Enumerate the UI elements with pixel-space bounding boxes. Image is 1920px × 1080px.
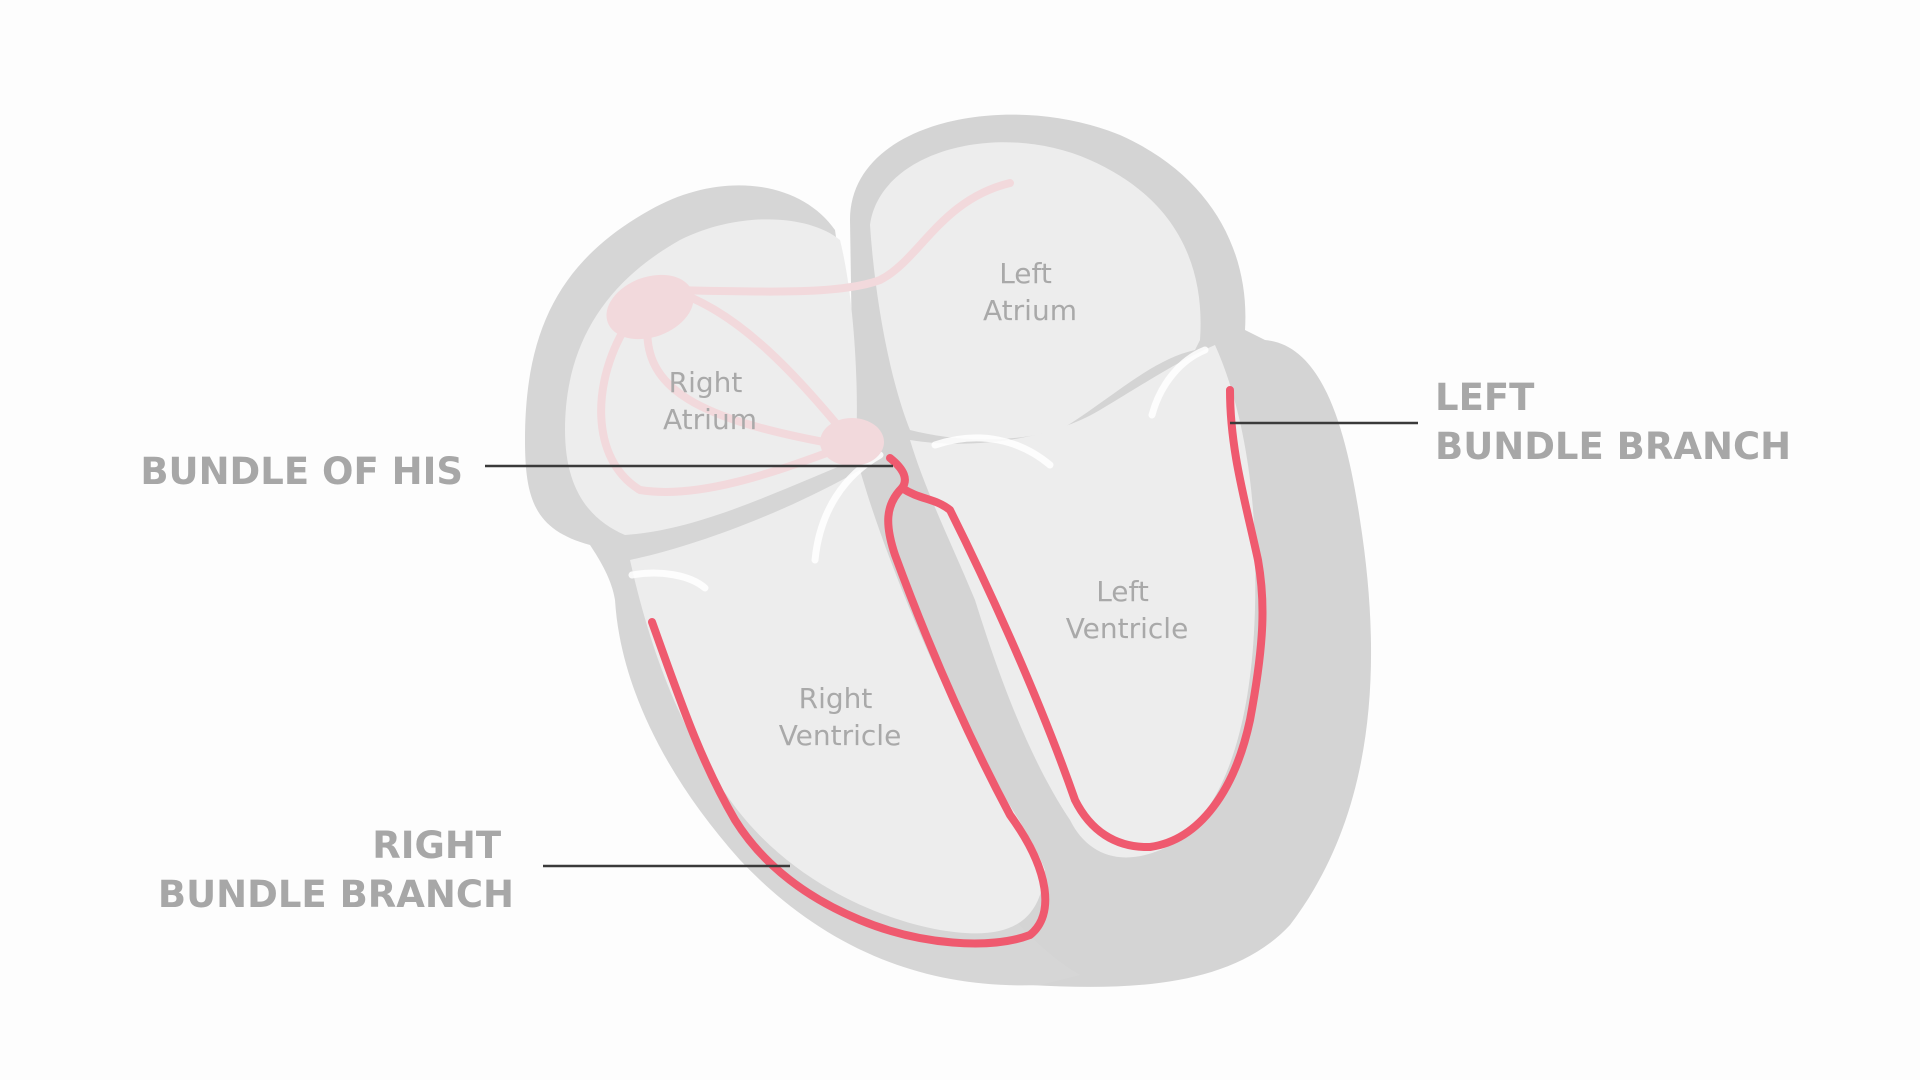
right-ventricle-label-line1: Right [799, 682, 873, 715]
right-atrium-label-line1: Right [669, 366, 743, 399]
right-atrium-label: Right Atrium [663, 366, 757, 436]
right-ventricle-label-line2: Ventricle [779, 719, 902, 752]
chamber-labels: Left Atrium Right Atrium Left Ventricle … [663, 257, 1188, 752]
ventricular-conduction [648, 386, 1267, 948]
internodal-path-middle [643, 316, 844, 449]
callout-leaders [485, 421, 1418, 868]
left-bundle-branch-label: LEFT BUNDLE BRANCH [1435, 376, 1791, 468]
left-bundle-branch-label-line2: BUNDLE BRANCH [1435, 425, 1791, 468]
left-ventricle-label-line1: Left [1096, 575, 1149, 608]
right-bundle-branch-path [648, 484, 1050, 948]
sa-node [606, 274, 694, 340]
right-bundle-branch-label: RIGHT BUNDLE BRANCH [158, 824, 514, 916]
left-bundle-branch-label-line1: LEFT [1435, 376, 1535, 419]
right-bundle-branch-label-line1: RIGHT [372, 824, 502, 867]
bundle-of-his-label-line1: BUNDLE OF HIS [140, 450, 463, 493]
mitral-valve-arc [931, 434, 1054, 469]
left-ventricle-label: Left Ventricle [1066, 575, 1189, 645]
aortic-valve-arc [1148, 346, 1209, 419]
av-node [820, 418, 884, 466]
left-atrium-label: Left Atrium [983, 257, 1077, 327]
atrial-conduction [597, 179, 1014, 496]
internodal-path-posterior [597, 316, 839, 496]
left-atrium-label-line2: Atrium [983, 294, 1077, 327]
heart-cavities [565, 142, 1256, 934]
left-ventricle-cavity [910, 345, 1256, 858]
left-ventricle-label-line2: Ventricle [1066, 612, 1189, 645]
right-atrium-label-line2: Atrium [663, 403, 757, 436]
right-bundle-branch-label-line2: BUNDLE BRANCH [158, 873, 514, 916]
bundle-of-his-label: BUNDLE OF HIS [140, 450, 463, 493]
left-bundle-branch-path [898, 386, 1267, 852]
right-ventricle-label: Right Ventricle [779, 682, 902, 752]
pulmonary-valve-arc [628, 569, 709, 592]
internodal-path-anterior [666, 286, 854, 444]
left-atrium-label-line1: Left [999, 257, 1052, 290]
callout-labels: BUNDLE OF HIS LEFT BUNDLE BRANCH RIGHT B… [140, 376, 1791, 916]
right-ventricle-cavity [630, 470, 1045, 934]
bachmann-bundle [666, 179, 1014, 296]
